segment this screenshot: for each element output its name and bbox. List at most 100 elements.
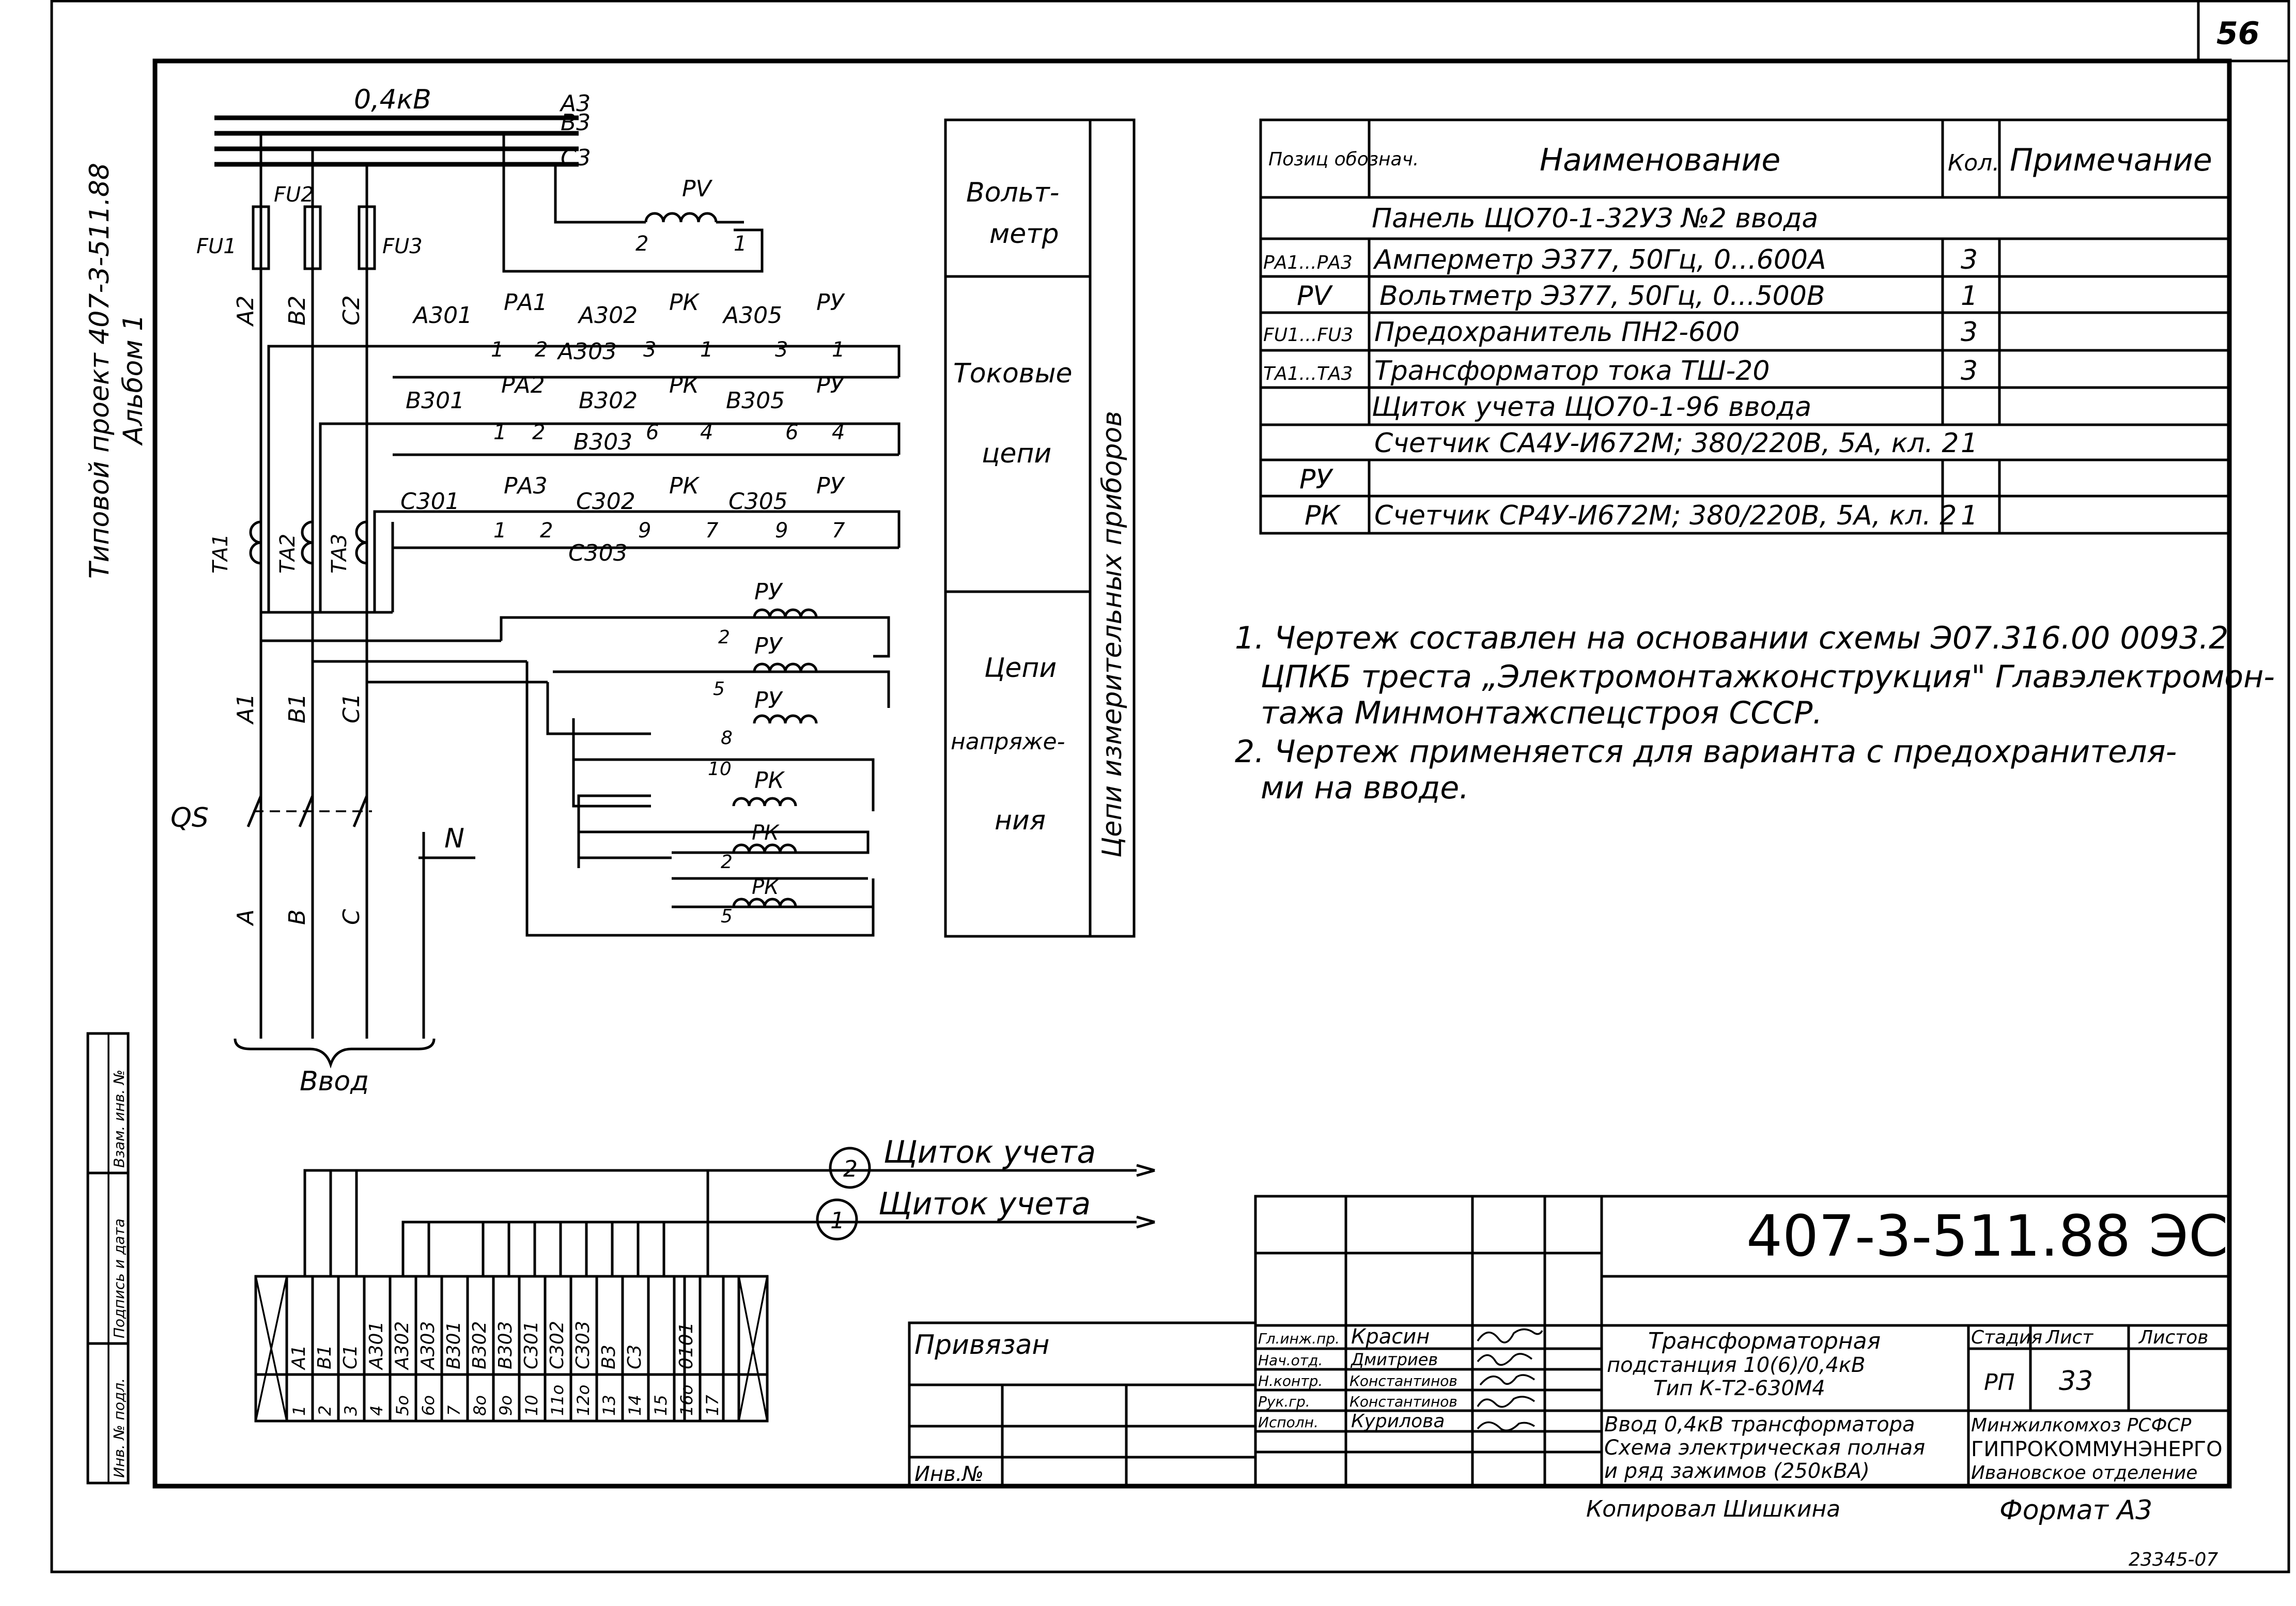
chain-c-pin2: 2: [540, 519, 553, 543]
chain-a-m1: РА1: [504, 289, 548, 316]
vcoil-6-name: РК: [752, 875, 780, 899]
chain-b-w2: В302: [579, 388, 638, 414]
legend-voltage-1: Цепи: [984, 653, 1057, 684]
vcoil-3-name: РУ: [754, 687, 784, 714]
th-position: Позиц обознач.: [1268, 149, 1419, 170]
terminal-number: 7: [444, 1405, 464, 1416]
vcoil-5-name: РК: [752, 821, 780, 845]
copied-by: Копировал Шишкина: [1586, 1496, 1840, 1522]
spec-row-6-pos: РУ: [1299, 464, 1333, 495]
th-note: Примечание: [2010, 142, 2212, 178]
role-3: Н.контр.: [1258, 1372, 1323, 1389]
ta1-label: ТА1: [209, 534, 232, 574]
terminal-number: 9о: [496, 1395, 516, 1416]
role-2: Нач.отд.: [1258, 1352, 1323, 1369]
spec-row-3-name: Предохранитель ПН2-600: [1374, 317, 1740, 348]
note-line-5: ми на вводе.: [1261, 770, 1469, 806]
chain-c-pin4: 7: [705, 519, 719, 543]
vcoil-1-name: РУ: [754, 579, 784, 605]
input-label: Ввод: [300, 1066, 369, 1097]
phase-lines: FU1 FU2 FU3 А2 В2 С2 А1 В1 С1: [196, 133, 423, 1039]
spec-row-7-name: Счетчик СР4У-И672М; 380/220В, 5А, кл. 2: [1374, 500, 1957, 531]
voltage-circuits: РУ 2 РУ 5 РУ 8 10 РК 2 РК 5 РК: [261, 579, 890, 937]
phase-b-label: В: [284, 909, 311, 925]
chain-b-pin3: 6: [646, 421, 659, 444]
chain-c-pin1: 1: [493, 519, 506, 543]
name-5: Курилова: [1351, 1411, 1445, 1432]
chain-a-w3: А303: [556, 338, 617, 365]
current-chain-b: В301 РА2 В302 РК В305 РУ В303 1 2 6 4 6 …: [393, 372, 899, 456]
chain-c-pin5: 9: [775, 519, 788, 543]
legend-voltage-3: ния: [995, 805, 1046, 836]
spec-row-1-name: Амперметр Э377, 50Гц, 0...600А: [1373, 244, 1826, 275]
ta2-label: ТА2: [276, 534, 300, 574]
chain-b-w3: В303: [573, 429, 632, 455]
org-2: ГИПРОКОММУНЭНЕРГО: [1971, 1438, 2223, 1461]
spec-row-2-name: Вольтметр Э377, 50Гц, 0...500В: [1379, 281, 1825, 312]
terminal-labels: А11В12С13А3014А3025оА3036оВ3017В3028оВ30…: [288, 1321, 722, 1416]
stage-value: РП: [1984, 1369, 2015, 1396]
role-1: Гл.инж.пр.: [1258, 1330, 1340, 1347]
chain-a-pin4: 1: [700, 338, 713, 362]
spec-row-4-name: Трансформатор тока ТШ-20: [1374, 356, 1770, 387]
terminal-block: 2 1 Щиток учета Щиток учета А11В12С13А30…: [254, 1134, 1155, 1423]
chain-b-pin4: 4: [700, 421, 713, 444]
wire-a1-label: А1: [232, 693, 259, 725]
spec-row-7-qty: 1: [1961, 500, 1978, 531]
voltmeter-pv: PV 2 1: [502, 133, 764, 273]
fuse-fu2-label: FU2: [274, 183, 314, 207]
legend-voltmeter-1: Вольт-: [966, 177, 1059, 208]
chain-c-w4: С305: [728, 488, 788, 515]
fuse-fu1: [252, 205, 270, 270]
terminal-number: 17: [703, 1395, 722, 1416]
side-stamp-line-1: Типовой проект 407-3-511.88: [84, 163, 115, 579]
terminal-label: С302: [547, 1321, 568, 1369]
terminal-label: В301: [443, 1321, 464, 1369]
terminal-number: 6о: [418, 1395, 438, 1416]
terminal-number: 12о: [573, 1385, 593, 1416]
sheet-title-1: Ввод 0,4кВ трансформатора: [1604, 1413, 1915, 1437]
terminal-number: 16о: [677, 1385, 696, 1416]
switch-qs-label: QS: [170, 802, 209, 833]
terminal-number: 13: [599, 1395, 619, 1416]
vcoil-5-pin: 2: [721, 852, 733, 873]
name-2: Дмитриев: [1350, 1350, 1438, 1369]
notes: 1. Чертеж составлен на основании схемы Э…: [1235, 620, 2275, 806]
spec-row-4-qty: 3: [1961, 356, 1978, 387]
terminal-label: С301: [521, 1321, 542, 1369]
chain-b-pin5: 6: [785, 421, 798, 444]
schematic: 0,4кВ А3 В3 С3 PV 2 1 FU1 FU2 FU3: [170, 84, 901, 1097]
pv-pin-2: 2: [635, 232, 648, 256]
chain-a-pin2: 2: [535, 338, 548, 362]
terminal-label: В3: [598, 1345, 619, 1369]
org-1: Минжилкомхоз РСФСР: [1971, 1415, 2192, 1436]
bus-c3-label: С3: [561, 145, 591, 171]
chain-a-m2: РК: [669, 289, 700, 316]
terminal-number: 14: [625, 1395, 645, 1416]
fuse-fu3: [358, 205, 376, 270]
legend-box: Вольт- метр Токовые цепи Цепи напряже- н…: [944, 118, 1136, 938]
terminal-number: 4: [367, 1406, 386, 1416]
terminal-label: С3: [624, 1345, 645, 1369]
wire-a2-label: А2: [232, 296, 259, 327]
chain-a-w4: А305: [722, 302, 782, 329]
stage-head: Стадия: [1971, 1327, 2042, 1348]
bus-b3-label: В3: [561, 110, 591, 136]
sheet-head: Лист: [2045, 1327, 2093, 1348]
chain-a-pin1: 1: [491, 338, 504, 362]
wire-c1-label: С1: [338, 693, 365, 723]
terminal-label: В303: [495, 1321, 516, 1369]
chain-a-m3: РУ: [816, 289, 846, 316]
wire-b2-label: В2: [284, 296, 311, 326]
fuse-fu3-label: FU3: [382, 235, 423, 258]
chain-b-pin2: 2: [532, 421, 545, 444]
terminal-label: А301: [366, 1321, 387, 1370]
order-number: 23345-07: [2129, 1549, 2218, 1570]
strip-inv-label: Инв. № подл.: [111, 1378, 128, 1478]
vcoil-2-pin: 2: [718, 627, 730, 648]
terminal-label: 0101: [676, 1322, 697, 1369]
terminal-number: 3: [341, 1406, 361, 1416]
sheets-head: Листов: [2138, 1327, 2208, 1348]
chain-b-w1: В301: [406, 388, 464, 414]
